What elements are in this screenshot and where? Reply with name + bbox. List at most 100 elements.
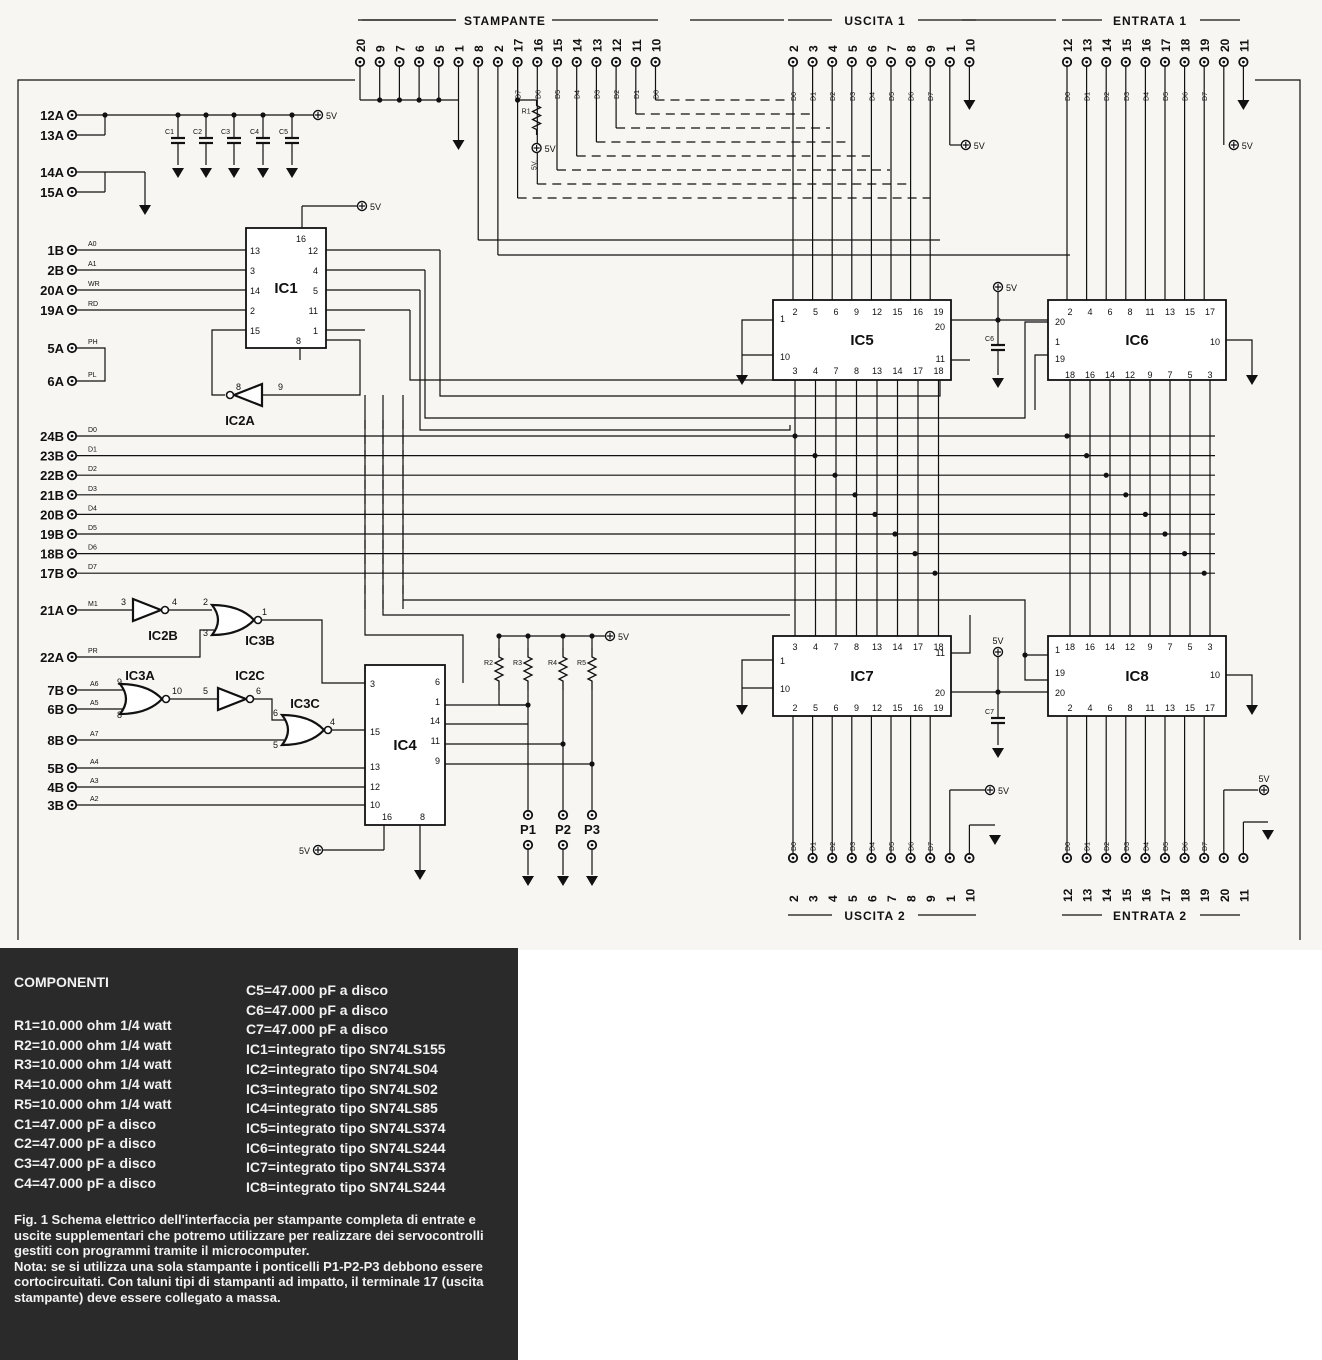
uscita2-pin-number: 2 [787,895,801,902]
chip-ic5 [772,299,952,381]
component-item: IC8=integrato tipo SN74LS244 [246,1179,446,1196]
entrata2-signal: D2 [1104,842,1111,851]
supply-plus [962,142,969,148]
pin-number: 12 [1125,370,1135,380]
pin-number: 10 [780,684,790,694]
capacitor-c7-label: C7 [985,709,994,716]
header-stampante: STAMPANTE [464,14,546,28]
terminal-center [70,170,74,174]
terminal-center [70,434,74,438]
terminal-center [830,60,834,64]
terminal-center [870,60,873,64]
pin-number: 7 [1167,642,1172,652]
terminal-center [1065,60,1069,64]
junction-dot [289,112,295,118]
header-entrata-1: ENTRATA 1 [1113,14,1187,28]
uscita2-pin-number: 3 [807,895,821,902]
pin-number: 17 [913,642,923,652]
uscita1-signal: D4 [869,92,876,101]
signal-label: D1 [88,447,97,454]
chip-ic4-label: IC4 [393,737,417,754]
resistor-r5 [586,648,598,690]
pin-number: 4 [330,717,335,727]
junction-dot [1064,433,1070,439]
terminal-center [811,856,814,860]
component-item: C4=47.000 pF a disco [14,1174,157,1191]
pin-number: 6 [833,703,838,713]
junction-dot [1103,472,1109,478]
pin-number: 2 [250,306,255,316]
stampante-signal: D7 [516,90,523,99]
terminal-center [70,288,74,292]
terminal-center [1065,856,1069,860]
pin-number: 12 [872,307,882,317]
resistor-r2 [493,648,505,690]
terminal-center [889,60,893,64]
component-item: R1=10.000 ohm 1/4 watt [14,1017,172,1033]
entrata2-signal: D5 [1163,842,1170,851]
terminal-center [850,60,854,64]
entrata2-pin-number: 14 [1100,888,1114,902]
pin-number: 3 [1207,370,1212,380]
terminal-center [1144,60,1147,64]
terminal-center [70,608,74,612]
pin-number: 6 [435,677,440,687]
terminal-center [70,738,74,742]
pin-number: 13 [1165,307,1175,317]
pin-number: 1 [780,656,785,666]
terminal-center [1222,60,1226,64]
terminal-center [590,813,594,817]
component-item: R5=10.000 ohm 1/4 watt [14,1095,172,1112]
uscita1-signal: D2 [830,92,837,101]
pin-number: 13 [370,762,380,772]
supply-plus [1230,142,1237,148]
terminal-center [561,813,565,817]
terminal-center [948,60,952,64]
terminal-center [595,60,598,64]
chip-ic8-label: IC8 [1125,668,1148,685]
header-uscita-1: USCITA 1 [844,14,905,28]
entrata1-pin-number: 16 [1139,38,1153,52]
component-item: IC1=integrato tipo SN74LS155 [246,1041,446,1058]
connector-17b: 17B [40,566,64,581]
pin-number: 8 [236,382,241,392]
terminal-center [70,308,74,312]
uscita1-pin-number: 1 [944,45,958,52]
entrata1-pin-number: 14 [1100,38,1114,52]
pin-number: 6 [1107,307,1112,317]
wire [951,615,971,654]
pin-number: 18 [1065,370,1075,380]
stampante-pin-number: 13 [590,38,604,52]
pin-number: 13 [250,246,260,256]
pin-number: 4 [1087,703,1092,713]
entrata1-pin-number: 11 [1237,39,1251,52]
pin-number: 13 [872,366,882,376]
uscita1-pin-number: 8 [905,45,919,52]
supply-plus [1261,787,1267,793]
signal-label: D6 [88,545,97,552]
junction-dot [1123,492,1129,498]
gate-ic2a-bubble [225,390,235,400]
uscita1-pin-number: 4 [826,45,840,52]
wire [382,395,790,616]
pin-number: 12 [872,703,882,713]
ground-symbol [139,205,151,215]
ground-symbol [992,748,1004,758]
resistor-r1 [531,100,543,135]
gate-ic3c [279,713,326,747]
pin-number: 16 [382,812,392,822]
signal-label: A1 [88,261,97,268]
entrata1-signal: D6 [1183,92,1190,101]
junction-dot [436,97,442,103]
uscita2-pin-number: 10 [963,888,977,902]
pin-number: 12 [370,782,380,792]
component-item: C3=47.000 pF a disco [14,1154,157,1171]
pin-number: 17 [913,366,923,376]
terminal-center [889,856,893,860]
terminal-center [968,856,971,860]
components-list-left: R1=10.000 ohm 1/4 watt R2=10.000 ohm 1/4… [14,1016,172,1193]
connector-1b: 1B [47,243,64,258]
gate-ic2c [216,686,250,712]
ground-symbol [992,378,1004,388]
